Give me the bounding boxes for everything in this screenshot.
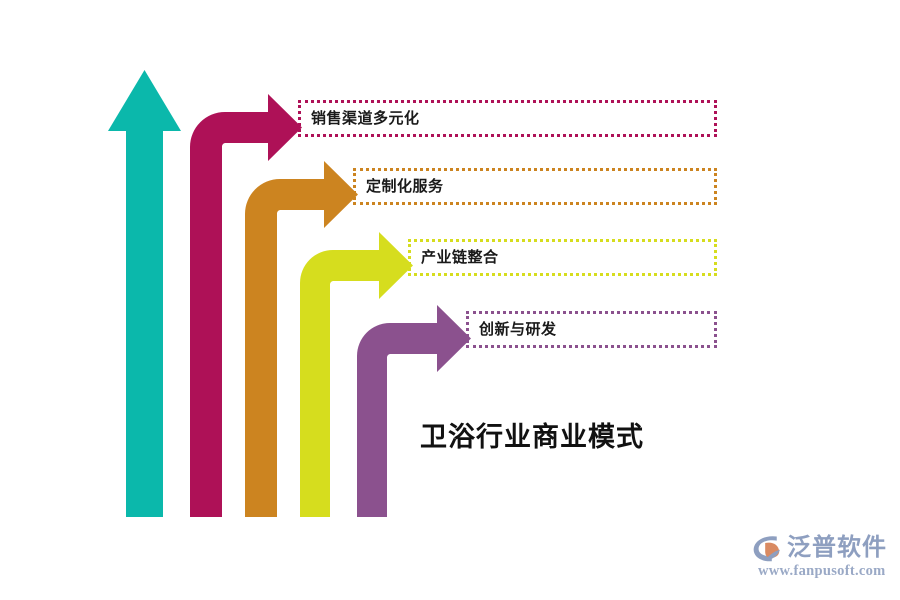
step-label-box-3[interactable]: 产业链整合 [408,239,717,276]
step-arrow-3-shape [300,232,413,517]
step-arrow-2-shape [245,161,358,517]
watermark: 泛普软件 www.fanpusoft.com [752,533,892,585]
step-label-box-1[interactable]: 销售渠道多元化 [298,100,717,137]
step-label-2: 定制化服务 [366,178,444,195]
fanpusoft-logo-icon [753,536,781,562]
watermark-brand-text: 泛普软件 [787,534,887,561]
step-label-4: 创新与研发 [479,321,557,338]
watermark-brand-row: 泛普软件 [752,533,887,563]
diagram-title: 卫浴行业商业模式 [420,422,644,452]
step-label-1: 销售渠道多元化 [311,110,420,127]
watermark-url-text: www.fanpusoft.com [758,563,886,579]
step-label-3: 产业链整合 [421,249,499,266]
step-label-box-2[interactable]: 定制化服务 [353,168,717,205]
step-label-box-4[interactable]: 创新与研发 [466,311,717,348]
growth-arrow-shape [108,70,181,517]
step-arrow-1-shape [190,94,302,517]
step-arrow-4-shape [357,305,471,517]
